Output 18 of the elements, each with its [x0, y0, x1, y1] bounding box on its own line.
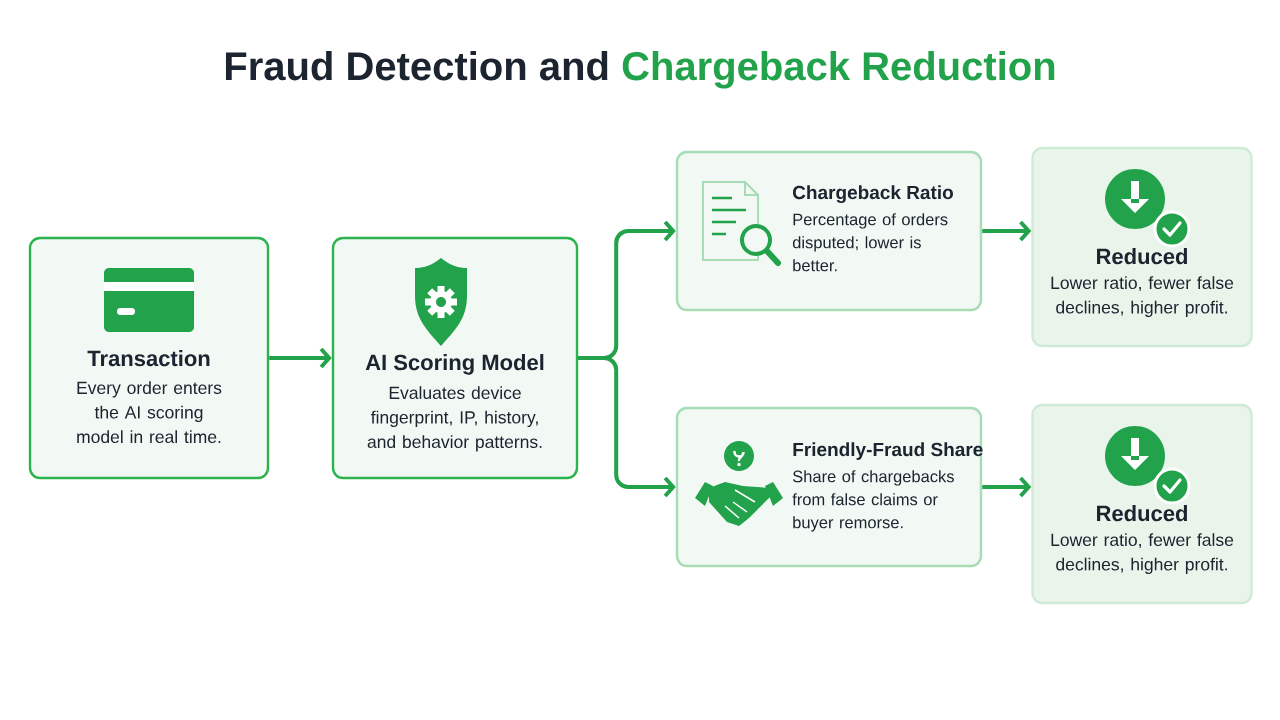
box-description: Percentage of orders disputed; lower is better. — [792, 213, 948, 272]
box-heading: Transaction — [87, 350, 210, 367]
box-heading: Reduced — [1097, 248, 1187, 265]
box-description: Evaluates device fingerprint, IP, history, and behavior patterns. — [367, 386, 542, 452]
arrow — [982, 476, 1032, 498]
arrow — [269, 347, 332, 369]
box-description: Lower ratio, fewer false declines, higher profit. — [1051, 533, 1234, 574]
box-heading: Chargeback Ratio — [793, 185, 953, 204]
box-heading: AI Scoring Model — [365, 354, 544, 375]
box-heading: Friendly-Fraud Share — [793, 442, 983, 460]
box-description: Lower ratio, fewer false declines, higher profit. — [1051, 276, 1234, 317]
arrow — [982, 220, 1032, 242]
box-heading: Reduced — [1097, 505, 1187, 522]
box-description: Every order enters the AI scoring model in real time. — [77, 381, 222, 444]
box-description: Share of chargebacks from false claims or buyer remorse. — [792, 470, 954, 532]
title: Fraud Detection and — [225, 51, 608, 81]
arrow — [578, 356, 676, 498]
title-highlight: Chargeback Reduction — [622, 51, 1055, 89]
